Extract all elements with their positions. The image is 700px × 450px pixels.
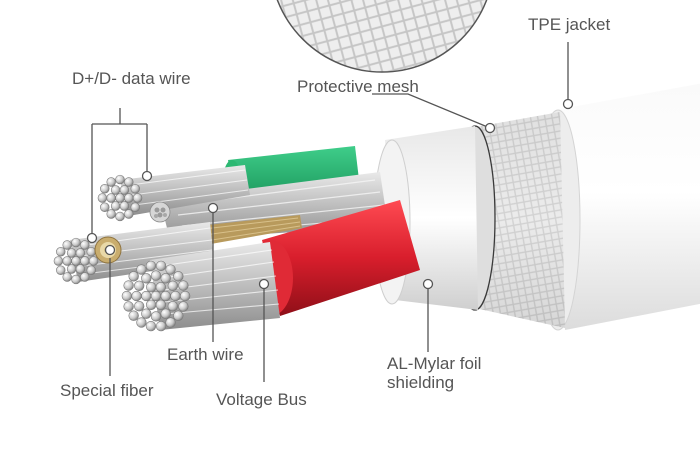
data-conductor-strand [86, 265, 96, 275]
data-conductor-strand [56, 247, 66, 257]
data-conductor-strand [62, 272, 72, 282]
data-conductor-strand [124, 177, 134, 187]
voltage-bus-strand [134, 301, 145, 312]
voltage-bus-strand [141, 308, 152, 319]
voltage-bus-strand [160, 273, 171, 284]
mesh-magnifier [276, 0, 488, 73]
data-conductor-top [97, 165, 250, 222]
data-conductor-strand [119, 201, 130, 211]
voltage-bus-strand [145, 320, 157, 332]
data-conductor-strand [88, 256, 99, 266]
voltage-bus-strand [179, 290, 191, 302]
data-conductor-strand [75, 248, 86, 258]
voltage-bus-strand [128, 271, 139, 282]
label-voltage-bus: Voltage Bus [216, 390, 307, 409]
data-conductor-strand [110, 185, 121, 195]
voltage-bus-strand [160, 290, 171, 302]
data-conductor-strand [66, 264, 77, 274]
voltage-bus-strand [155, 282, 167, 293]
voltage-bus-strand [178, 301, 189, 312]
data-conductor-strand [115, 193, 125, 203]
data-conductor-strand [106, 193, 116, 203]
voltage-bus-strand [155, 299, 167, 310]
voltage-bus-strand [131, 290, 142, 302]
label-protective-mesh: Protective mesh [297, 77, 419, 96]
voltage-bus-strand [123, 280, 134, 291]
voltage-bus-strand [123, 301, 134, 312]
label-earth-wire: Earth wire [167, 345, 244, 364]
voltage-bus-conductor [121, 242, 280, 332]
data-conductor-strand [132, 193, 143, 203]
label-data-wire: D+/D- data wire [72, 69, 191, 88]
data-conductor-strand [53, 256, 64, 266]
data-conductor-strand [80, 240, 90, 250]
voltage-bus-strand [167, 301, 178, 312]
voltage-bus-strand [173, 271, 184, 282]
label-special-fiber: Special fiber [60, 381, 154, 400]
voltage-bus-strand [155, 260, 167, 272]
voltage-bus-strand [173, 310, 184, 321]
label-tpe-jacket: TPE jacket [528, 15, 611, 34]
voltage-bus-strand [145, 299, 157, 310]
data-conductor-strand [86, 247, 96, 257]
voltage-bus-strand [155, 320, 167, 332]
data-conductor-strand [56, 265, 66, 275]
data-conductor-strand [62, 240, 72, 250]
data-conductor-strand [80, 256, 90, 266]
voltage-bus-strand [136, 264, 147, 275]
data-conductor-strand [106, 209, 116, 219]
leader-lines [91, 42, 569, 382]
data-conductor-strand [71, 274, 81, 285]
data-conductor-strand [62, 256, 72, 266]
voltage-bus-strand [145, 282, 157, 293]
data-conductor-strand [66, 248, 77, 258]
data-conductor-strand [119, 185, 130, 195]
label-al-mylar-line1: AL-Mylar foil [387, 354, 482, 373]
data-conductor-strand [97, 193, 108, 203]
data-conductor-strand [106, 177, 116, 187]
label-al-mylar-line2: shielding [387, 373, 455, 392]
voltage-bus-strand [167, 280, 178, 291]
voltage-bus-strand [141, 273, 152, 284]
data-conductor-strand [130, 184, 140, 194]
voltage-bus-strand [145, 260, 157, 272]
voltage-bus-strand [165, 264, 176, 275]
voltage-bus-strand [165, 317, 176, 328]
leader-protective-mesh [372, 93, 491, 129]
voltage-bus-strand [150, 270, 162, 281]
voltage-bus-strand [128, 310, 139, 321]
data-conductor-strand [130, 202, 140, 212]
data-conductor-strand [80, 272, 90, 282]
voltage-bus-strand [170, 290, 181, 302]
voltage-bus-strand [141, 290, 152, 302]
data-conductor-strand [100, 184, 110, 194]
data-conductor-strand [115, 174, 125, 185]
voltage-bus-strand [150, 311, 162, 322]
data-conductor-strand [100, 202, 110, 212]
leader-data-wire [91, 108, 148, 238]
voltage-bus-strand [160, 308, 171, 319]
data-conductor-strand [115, 211, 125, 222]
data-conductor-strand [75, 264, 86, 274]
earth-wire-end [149, 201, 171, 223]
voltage-bus-strand [150, 290, 162, 302]
data-conductor-strand [110, 201, 121, 211]
data-conductor-strand [71, 256, 81, 266]
data-conductor-strand [124, 193, 134, 203]
voltage-bus-strand [121, 290, 133, 302]
voltage-bus-strand [136, 317, 147, 328]
data-conductor-strand [71, 237, 81, 248]
pointer-dots [86, 98, 574, 290]
voltage-bus-strand [134, 280, 145, 291]
voltage-bus-strand [178, 280, 189, 291]
data-conductor-strand [124, 209, 134, 219]
